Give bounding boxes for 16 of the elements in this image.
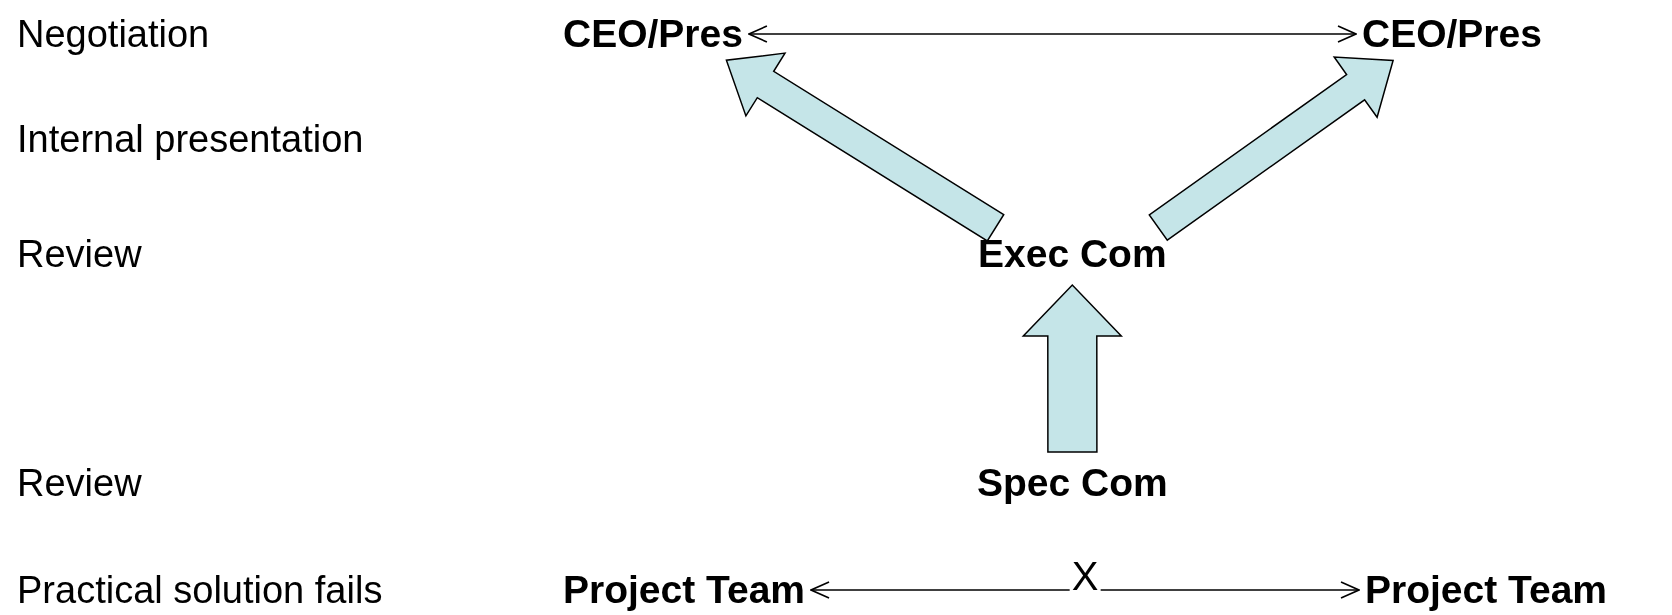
role-label: CEO/Pres	[1362, 11, 1542, 57]
stage-label: Review	[17, 232, 142, 277]
arrow	[748, 25, 1357, 43]
role-label: Exec Com	[978, 231, 1167, 277]
role-label: Spec Com	[977, 460, 1168, 506]
stage-label: Practical solution fails	[17, 568, 383, 613]
role-label: CEO/Pres	[563, 11, 743, 57]
block-arrow	[725, 52, 1005, 243]
stage-label: Review	[17, 461, 142, 506]
role-label: Project Team	[563, 567, 806, 613]
block-arrow	[1148, 56, 1395, 242]
stage-label: Internal presentation	[17, 117, 364, 162]
block-arrow	[1021, 283, 1124, 453]
arrow	[810, 581, 1360, 599]
role-label: Project Team	[1365, 567, 1608, 613]
stage-label: Negotiation	[17, 12, 210, 57]
